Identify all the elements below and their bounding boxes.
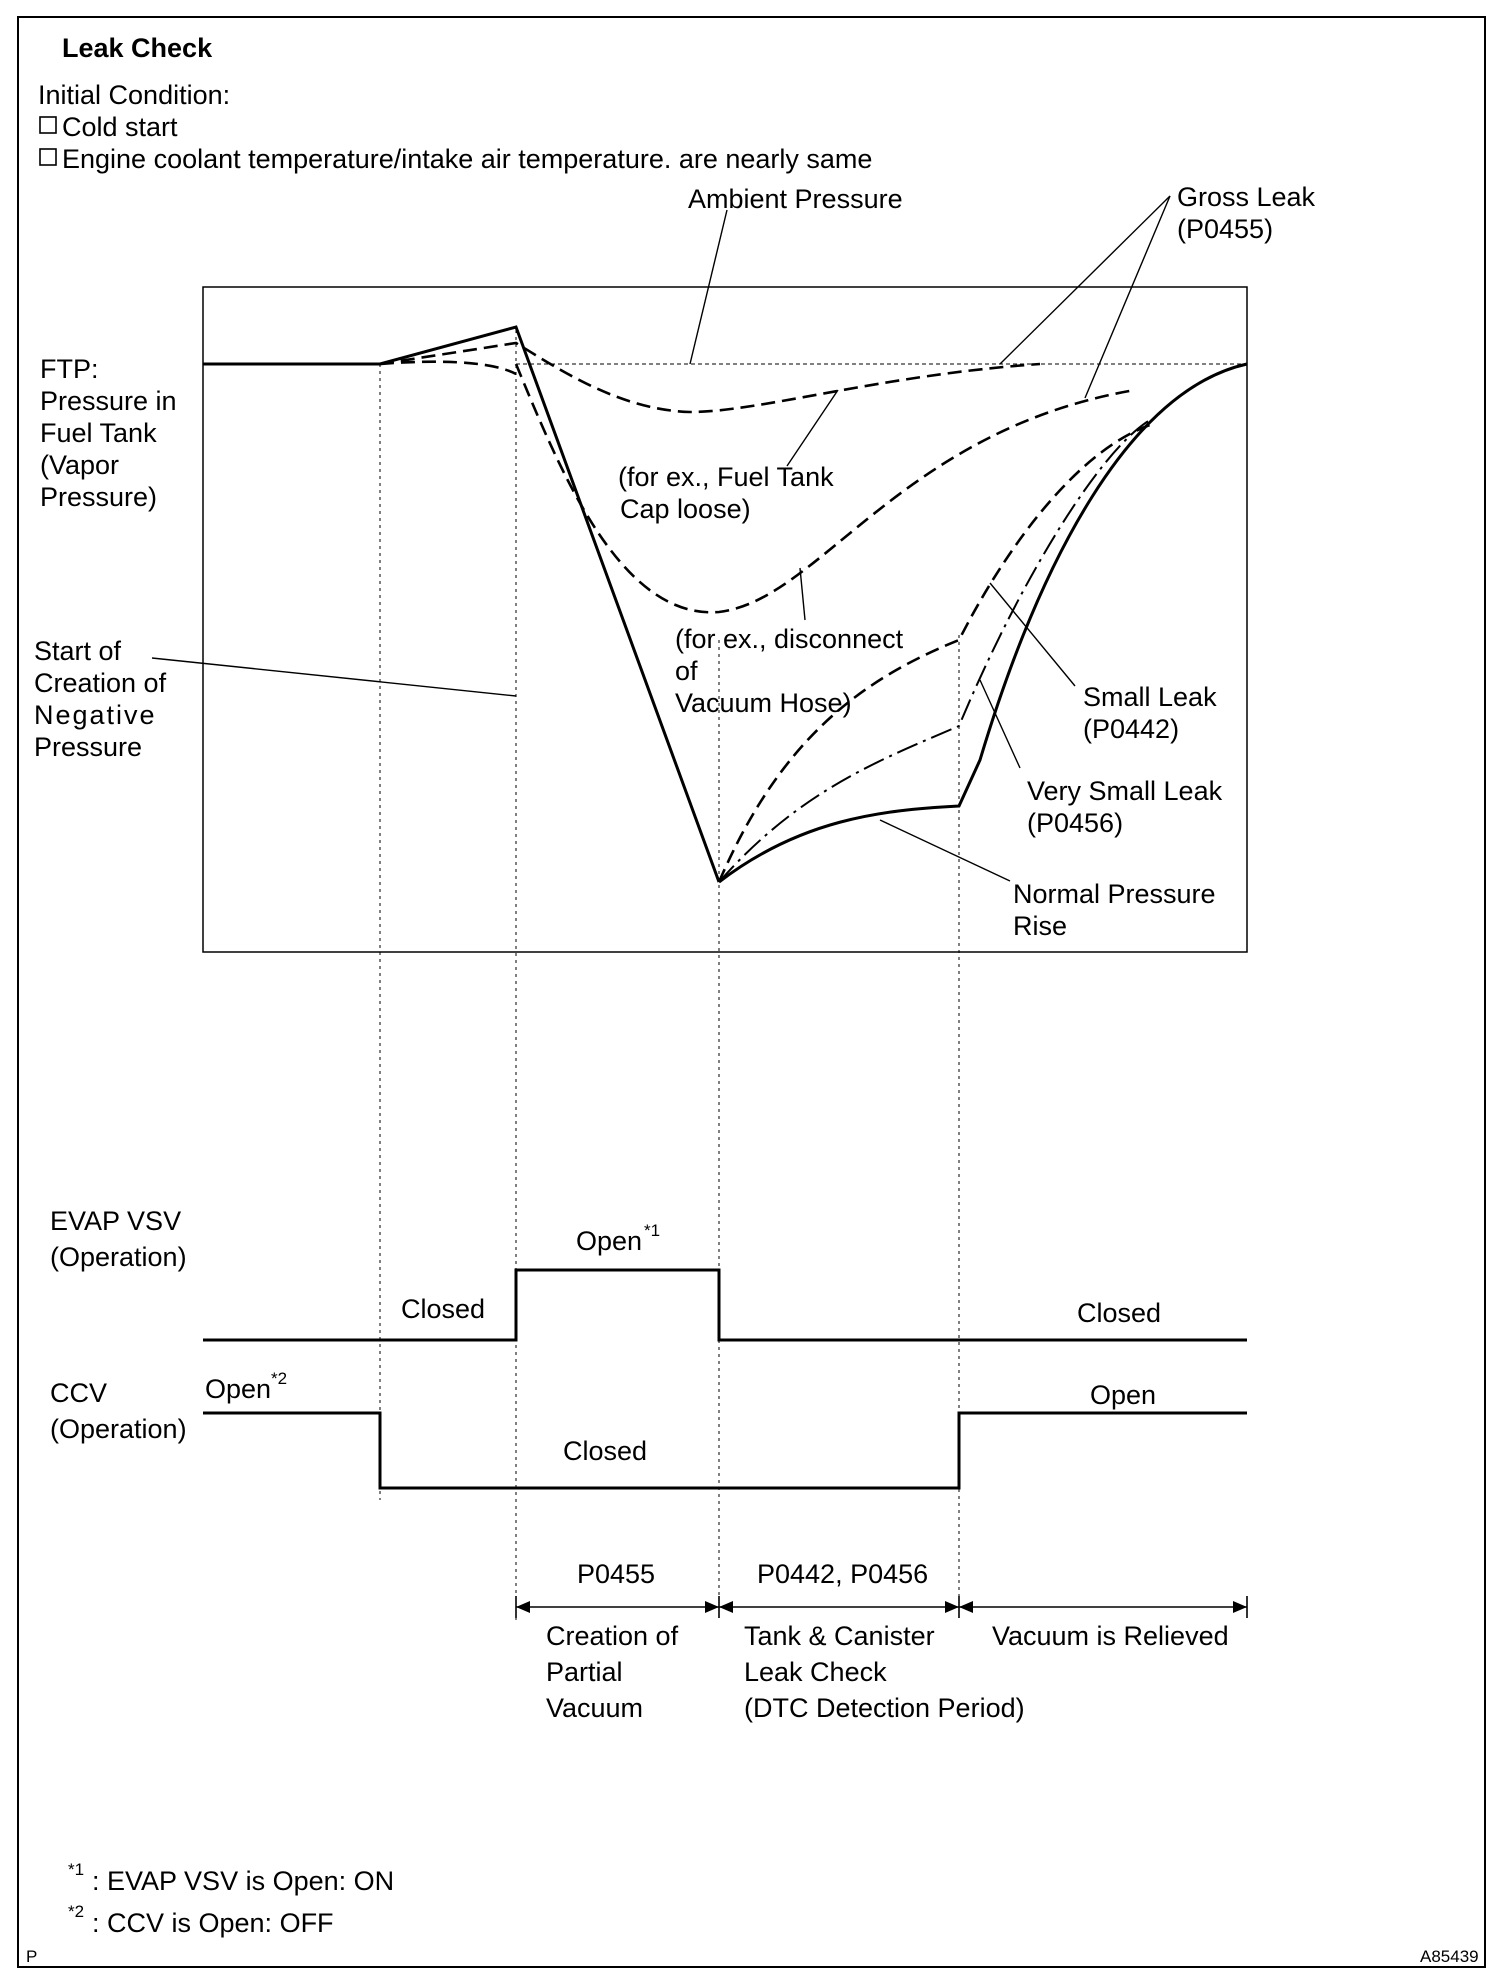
period-arrows: [515, 1596, 1248, 1618]
evap-vsv-open: Open: [576, 1226, 642, 1256]
gross-leak-leader-2: [1084, 195, 1171, 399]
ftp-graph-box: [202, 286, 1248, 953]
ftp-label-line-5: Pressure): [40, 482, 157, 512]
period-1-label-2: Partial: [546, 1657, 623, 1687]
evap-vsv-closed-right: Closed: [1077, 1298, 1161, 1328]
footnote-2-mark: *2: [68, 1902, 84, 1921]
period-2-label-3: (DTC Detection Period): [744, 1693, 1025, 1723]
very-small-leak-curve: [718, 419, 1151, 883]
small-leak-leader: [989, 582, 1076, 687]
checkbox-icon: [39, 116, 57, 134]
cap-loose-leader: [786, 389, 839, 467]
evap-vsv-label-1: EVAP VSV: [50, 1206, 181, 1236]
period-2-label-2: Leak Check: [744, 1657, 887, 1687]
initial-condition-item-2: Engine coolant temperature/intake air te…: [62, 144, 872, 174]
cap-loose-label-2: Cap loose): [620, 494, 751, 524]
gross-leak-label: Gross Leak: [1177, 182, 1316, 212]
vacuum-hose-leader: [799, 567, 806, 621]
ftp-label-line-1: FTP:: [40, 354, 99, 384]
start-negative-label-1: Start of: [34, 636, 122, 666]
normal-rise-label-1: Normal Pressure: [1013, 879, 1216, 909]
very-small-leak-leader: [979, 679, 1021, 769]
arrow-head-icon: [945, 1601, 959, 1613]
arrow-head-icon: [516, 1601, 530, 1613]
start-negative-label-4: Pressure: [34, 732, 142, 762]
evap-vsv-signal: [203, 1268, 1247, 1342]
ftp-pressure-line: [203, 325, 721, 883]
figure-id: A85439: [1420, 1947, 1479, 1966]
normal-rise-label-2: Rise: [1013, 911, 1067, 941]
footnote-1-mark: *1: [68, 1860, 84, 1879]
outer-frame: [17, 16, 1486, 1968]
period-3-label: Vacuum is Relieved: [992, 1621, 1229, 1651]
cap-loose-label-1: (for ex., Fuel Tank: [618, 462, 834, 492]
vacuum-hose-label-3: Vacuum Hose): [675, 688, 852, 718]
ccv-closed: Closed: [563, 1436, 647, 1466]
very-small-leak-code: (P0456): [1027, 808, 1123, 838]
cap-loose-start-curve: [379, 360, 517, 376]
ccv-open-left: Open: [205, 1374, 271, 1404]
arrow-head-icon: [719, 1601, 733, 1613]
gross-leak-vacuum-hose-curve: [514, 363, 1136, 614]
period-1-label-3: Vacuum: [546, 1693, 643, 1723]
leader-lines: [151, 195, 1171, 882]
start-negative-label-2: Creation of: [34, 668, 167, 698]
vacuum-hose-label-2: of: [675, 656, 698, 686]
start-negative-leader: [151, 657, 517, 697]
ftp-label-line-2: Pressure in: [40, 386, 177, 416]
evap-vsv-label-2: (Operation): [50, 1242, 187, 1272]
arrow-head-icon: [959, 1601, 973, 1613]
ambient-leader: [689, 209, 728, 365]
start-negative-label-3: Negative: [34, 700, 157, 730]
ftp-label-line-4: (Vapor: [40, 450, 119, 480]
checkbox-icon: [39, 148, 57, 166]
ftp-label-line-3: Fuel Tank: [40, 418, 157, 448]
ccv-label-1: CCV: [50, 1378, 107, 1408]
ccv-open-mark: *2: [271, 1369, 287, 1388]
period-2-label-1: Tank & Canister: [744, 1621, 935, 1651]
evap-vsv-closed-left: Closed: [401, 1294, 485, 1324]
normal-rise-leader: [879, 819, 1011, 882]
arrow-head-icon: [705, 1601, 719, 1613]
vacuum-hose-label-1: (for ex., disconnect: [675, 624, 904, 654]
very-small-leak-label: Very Small Leak: [1027, 776, 1223, 806]
gross-leak-leader-1: [999, 195, 1171, 365]
footnote-1-text: : EVAP VSV is Open: ON: [92, 1866, 394, 1896]
evap-vsv-open-mark: *1: [644, 1221, 660, 1240]
ambient-pressure-label: Ambient Pressure: [688, 184, 903, 214]
footnote-2-text: : CCV is Open: OFF: [92, 1908, 334, 1938]
initial-condition-heading: Initial Condition:: [38, 80, 230, 110]
gross-leak-code: (P0455): [1177, 214, 1273, 244]
period-2-code: P0442, P0456: [757, 1559, 928, 1589]
arrow-heads: [516, 1601, 1247, 1613]
small-leak-label: Small Leak: [1083, 682, 1217, 712]
initial-condition-item-1: Cold start: [62, 112, 178, 142]
normal-pressure-rise-curve: [718, 362, 1248, 884]
diagram-title: Leak Check: [62, 33, 213, 63]
period-1-label-1: Creation of: [546, 1621, 679, 1651]
ccv-label-2: (Operation): [50, 1414, 187, 1444]
small-leak-code: (P0442): [1083, 714, 1179, 744]
arrow-head-icon: [1233, 1601, 1247, 1613]
corner-left-letter: P: [26, 1947, 37, 1966]
ccv-open-right: Open: [1090, 1380, 1156, 1410]
ccv-signal: [203, 1411, 1247, 1490]
gross-leak-cap-loose-curve: [379, 341, 1041, 414]
period-1-code: P0455: [577, 1559, 655, 1589]
